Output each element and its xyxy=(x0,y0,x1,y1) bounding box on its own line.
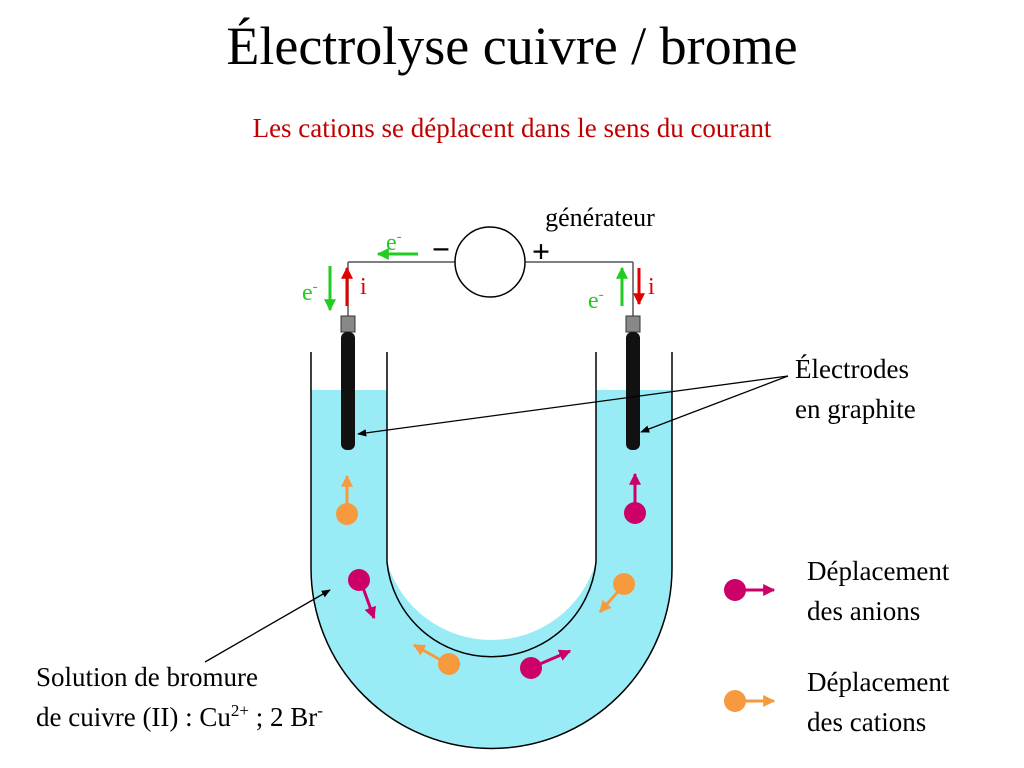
legend-cations-line1: Déplacement xyxy=(807,667,950,697)
legend-anions-line1: Déplacement xyxy=(807,556,950,586)
electrodes-pointer-right xyxy=(640,375,789,433)
solution-label-line2: de cuivre (II) : Cu2+ ; 2 Br- xyxy=(36,701,323,732)
anion-ion xyxy=(520,649,572,679)
anion-ion xyxy=(348,569,376,620)
electron-label-right: e- xyxy=(588,287,604,314)
legend-cation-symbol xyxy=(724,690,776,712)
solution-liquid xyxy=(311,390,672,749)
left-electrode-cap xyxy=(340,315,356,333)
generator-symbol xyxy=(454,226,526,298)
electrodes-pointer-left xyxy=(357,375,789,437)
electrodes-label-line2: en graphite xyxy=(795,394,916,424)
cation-ion xyxy=(598,573,635,613)
anion-ion xyxy=(624,472,646,524)
generator-plus-terminal: + xyxy=(532,233,550,269)
electron-label-top: e- xyxy=(386,229,402,256)
left-electrode xyxy=(341,332,355,450)
legend-anions-line2: des anions xyxy=(807,596,920,626)
subtitle: Les cations se déplacent dans le sens du… xyxy=(252,113,772,143)
page-title: Électrolyse cuivre / brome xyxy=(226,16,798,76)
u-tube-outer-wall xyxy=(310,352,673,750)
solution-label-line1: Solution de bromure xyxy=(36,662,258,692)
generator-label: générateur xyxy=(545,203,655,232)
current-label-left: i xyxy=(360,274,367,300)
legend-cations-line2: des cations xyxy=(807,707,926,737)
current-label-right: i xyxy=(648,274,655,300)
right-electrode xyxy=(626,332,640,450)
cation-ion xyxy=(412,643,460,675)
u-tube-inner-wall xyxy=(386,352,597,658)
electrodes-label-line1: Électrodes xyxy=(795,354,909,384)
right-electrode-cap xyxy=(625,315,641,333)
legend-anion-symbol xyxy=(724,579,776,601)
generator-minus-terminal: − xyxy=(432,231,450,267)
solution-pointer xyxy=(204,589,331,663)
electron-label-left: e- xyxy=(302,279,318,306)
cation-ion xyxy=(336,474,358,525)
